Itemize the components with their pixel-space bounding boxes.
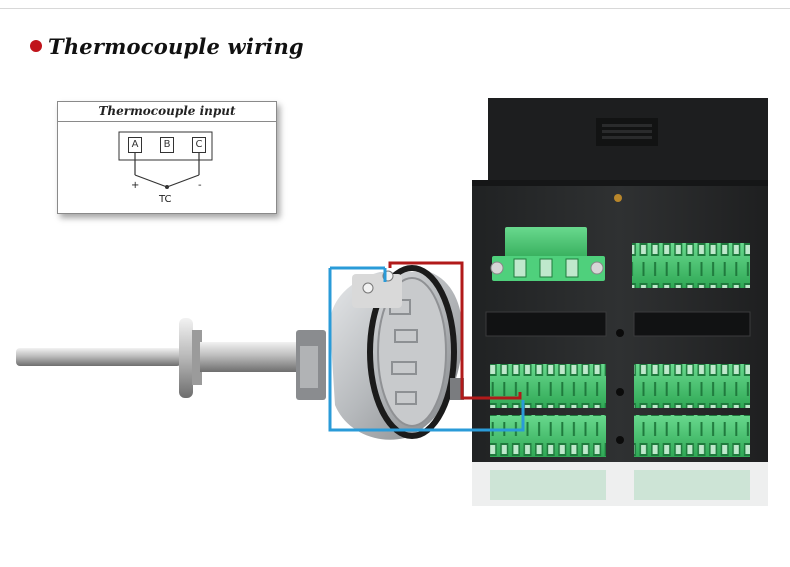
terminal-b: B (160, 137, 174, 153)
tc-label: TC (159, 194, 172, 205)
heading-title: Thermocouple wiring (48, 33, 304, 59)
thermocouple-sensor (16, 265, 464, 440)
top-divider (0, 8, 790, 9)
legend-title: Thermocouple input (58, 102, 276, 122)
terminal-a: A (128, 137, 142, 153)
controller-unit (472, 98, 768, 506)
terminal-c: C (192, 137, 206, 153)
wiring-lines (328, 261, 525, 432)
section-heading: Thermocouple wiring (30, 30, 304, 62)
legend-connection-lines (118, 131, 213, 189)
negative-wire (328, 268, 525, 432)
positive-wire (388, 261, 522, 400)
red-bullet-icon (30, 40, 42, 52)
minus-sign: - (198, 180, 202, 191)
thermocouple-input-legend: Thermocouple input A B C + - TC (57, 101, 277, 214)
plus-sign: + (131, 180, 140, 191)
